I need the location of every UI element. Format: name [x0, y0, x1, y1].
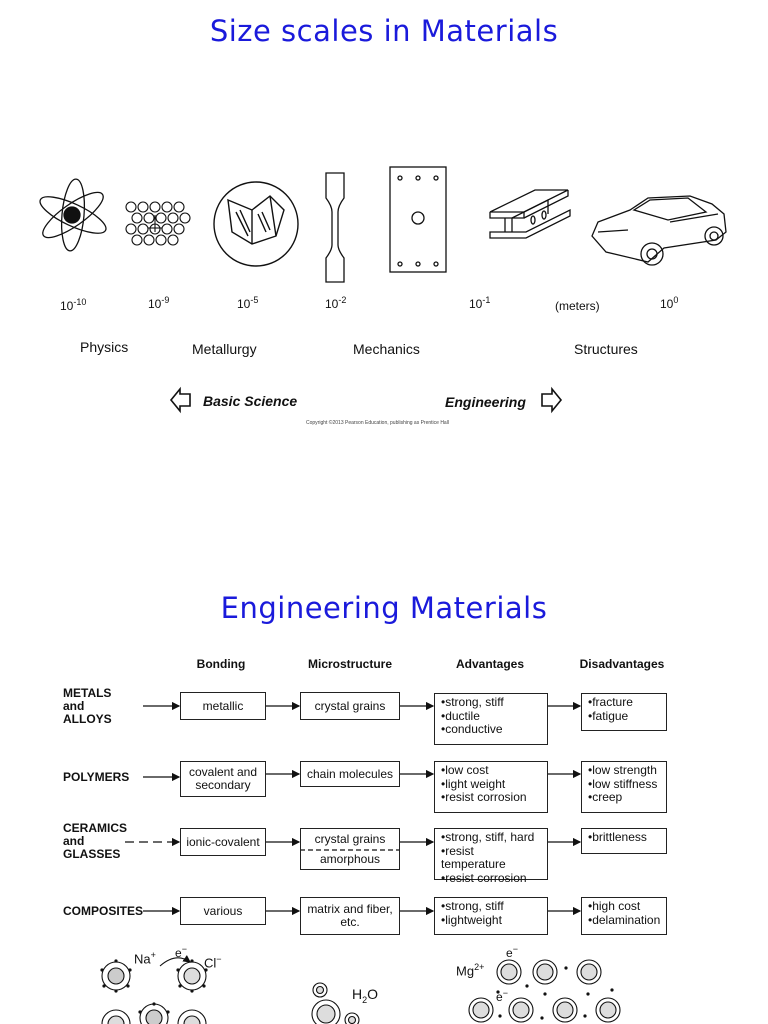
col-microstructure: Microstructure: [307, 657, 393, 671]
electron-label-3: e−: [496, 988, 508, 1004]
ionic-diagram: [100, 955, 208, 1024]
adv-ceramics: strong, stiff, hardresist temperatureres…: [434, 828, 548, 884]
scale-label-5: 10-1: [469, 295, 491, 311]
copyright-text: Copyright ©2013 Pearson Education, publi…: [306, 420, 449, 426]
water-diagram: [311, 982, 360, 1024]
scale-label-3: 10-5: [237, 295, 259, 311]
bonding-ceramics: ionic-covalent: [180, 828, 266, 856]
bonding-composites: various: [180, 897, 266, 925]
car-icon: [591, 195, 727, 266]
field-metallurgy: Metallurgy: [192, 341, 257, 357]
slide2-title: Engineering Materials: [220, 591, 548, 625]
col-bonding: Bonding: [196, 657, 246, 671]
cl-label: Cl−: [204, 954, 222, 971]
grains-icon: [213, 181, 299, 267]
col-advantages: Advantages: [455, 657, 525, 671]
scale-label-6: 100: [660, 295, 679, 311]
metallic-diagram: [468, 959, 621, 1023]
row-label-composites: COMPOSITES: [63, 904, 144, 918]
arrow-left-icon: [169, 386, 191, 414]
mg-label: Mg2+: [456, 962, 485, 979]
bonding-metals: metallic: [180, 692, 266, 720]
scale-label-2: 10-9: [148, 295, 170, 311]
row-label-polymers: POLYMERS: [63, 770, 130, 784]
adv-metals: strong, stiffductileconductive: [434, 693, 548, 745]
dis-composites: high costdelamination: [581, 897, 667, 935]
slide1-title: Size scales in Materials: [209, 14, 559, 48]
unit-label: (meters): [555, 299, 600, 313]
plate-icon: [389, 166, 447, 273]
electron-label-2: e−: [506, 944, 518, 960]
field-structures: Structures: [574, 341, 638, 357]
scale-label-1: 10-10: [60, 297, 87, 313]
dis-polymers: low strengthlow stiffnesscreep: [581, 761, 667, 813]
ibeam-icon: [489, 189, 571, 239]
col-disadvantages: Disadvantages: [579, 657, 665, 671]
basic-science-label: Basic Science: [203, 393, 298, 409]
dis-ceramics: brittleness: [581, 828, 667, 854]
electron-label-1: e−: [175, 944, 187, 960]
scale-label-4: 10-2: [325, 295, 347, 311]
adv-polymers: low costlight weightresist corrosion: [434, 761, 548, 813]
arrow-right-icon: [541, 386, 563, 414]
specimen-icon: [325, 172, 345, 283]
na-label: Na+: [134, 950, 156, 967]
lattice-icon: [125, 201, 191, 246]
field-mechanics: Mechanics: [353, 341, 420, 357]
micro-polymers: chain molecules: [300, 761, 400, 787]
engineering-label: Engineering: [445, 394, 526, 410]
dis-metals: fracturefatigue: [581, 693, 667, 731]
micro-composites: matrix and fiber,etc.: [300, 897, 400, 935]
micro-metals: crystal grains: [300, 692, 400, 720]
water-label: H2O: [352, 986, 379, 1005]
adv-composites: strong, stifflightweight: [434, 897, 548, 935]
atom-icon: [39, 178, 107, 252]
field-physics: Physics: [80, 339, 129, 355]
